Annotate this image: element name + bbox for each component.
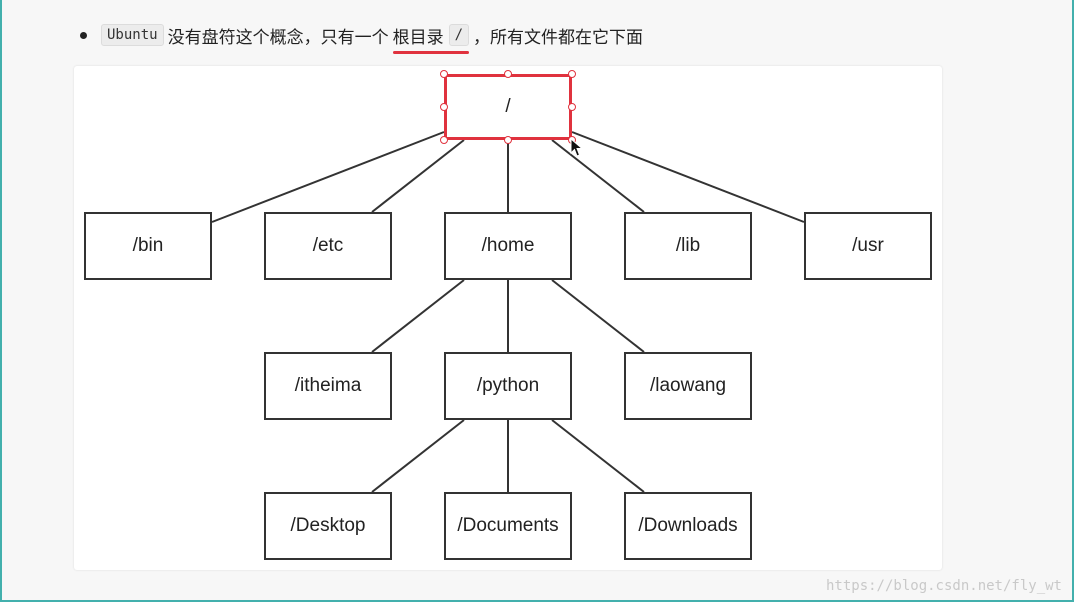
node-bin-label: /bin [132, 235, 164, 256]
selection-handle-mr[interactable] [568, 103, 576, 111]
node-desktop-label: /Desktop [290, 515, 366, 536]
node-home-label: /home [481, 235, 535, 256]
node-documents-label: /Documents [457, 515, 559, 536]
node-usr[interactable]: /usr [804, 212, 932, 280]
node-root-label: / [505, 96, 511, 117]
node-desktop[interactable]: /Desktop [264, 492, 392, 560]
node-laowang[interactable]: /laowang [624, 352, 752, 420]
selection-handle-bl[interactable] [440, 136, 448, 144]
bullet-dot [80, 31, 87, 39]
node-itheima[interactable]: /itheima [264, 352, 392, 420]
edge-home-itheima [371, 279, 465, 353]
node-downloads[interactable]: /Downloads [624, 492, 752, 560]
selection-handle-ml[interactable] [440, 103, 448, 111]
node-downloads-label: /Downloads [638, 515, 738, 536]
node-itheima-label: /itheima [294, 375, 362, 396]
node-python[interactable]: /python [444, 352, 572, 420]
node-home[interactable]: /home [444, 212, 572, 280]
node-etc-label: /etc [312, 235, 344, 256]
code-ubuntu: Ubuntu [101, 24, 164, 46]
code-root: / [448, 24, 470, 46]
node-etc[interactable]: /etc [264, 212, 392, 280]
node-lib[interactable]: /lib [624, 212, 752, 280]
edge-root-etc [371, 139, 465, 213]
node-root[interactable]: / [444, 74, 572, 140]
underlined-phrase: 根目录 / [392, 23, 470, 54]
mouse-cursor-icon [570, 138, 584, 157]
selection-handle-tm[interactable] [504, 70, 512, 78]
node-bin[interactable]: /bin [84, 212, 212, 280]
edge-python-desktop [371, 419, 465, 493]
edge-root-bin [211, 131, 445, 223]
node-usr-label: /usr [852, 235, 884, 256]
node-documents[interactable]: /Documents [444, 492, 572, 560]
text-after: ，所有文件都在它下面 [473, 27, 644, 48]
edge-root-usr [571, 131, 805, 223]
selection-handle-bm[interactable] [504, 136, 512, 144]
selection-handle-tr[interactable] [568, 70, 576, 78]
highlight-text: 根目录 [392, 27, 444, 48]
red-underline [392, 50, 470, 54]
connector-lines [211, 131, 805, 493]
node-lib-label: /lib [675, 235, 701, 256]
diagram-canvas: / /bin /etc /home /lib /usr /itheima /py… [74, 66, 942, 570]
edge-home-laowang [551, 279, 645, 353]
edge-python-downloads [551, 419, 645, 493]
bullet-line: Ubuntu 没有盘符这个概念，只有一个 根目录 / ，所有文件都在它下面 [80, 20, 647, 54]
node-laowang-label: /laowang [649, 375, 727, 396]
node-python-label: /python [476, 375, 540, 396]
watermark: https://blog.csdn.net/fly_wt [825, 578, 1062, 594]
text-before: 没有盘符这个概念，只有一个 [167, 27, 389, 48]
edge-root-lib [551, 139, 645, 213]
selection-handle-tl[interactable] [440, 70, 448, 78]
